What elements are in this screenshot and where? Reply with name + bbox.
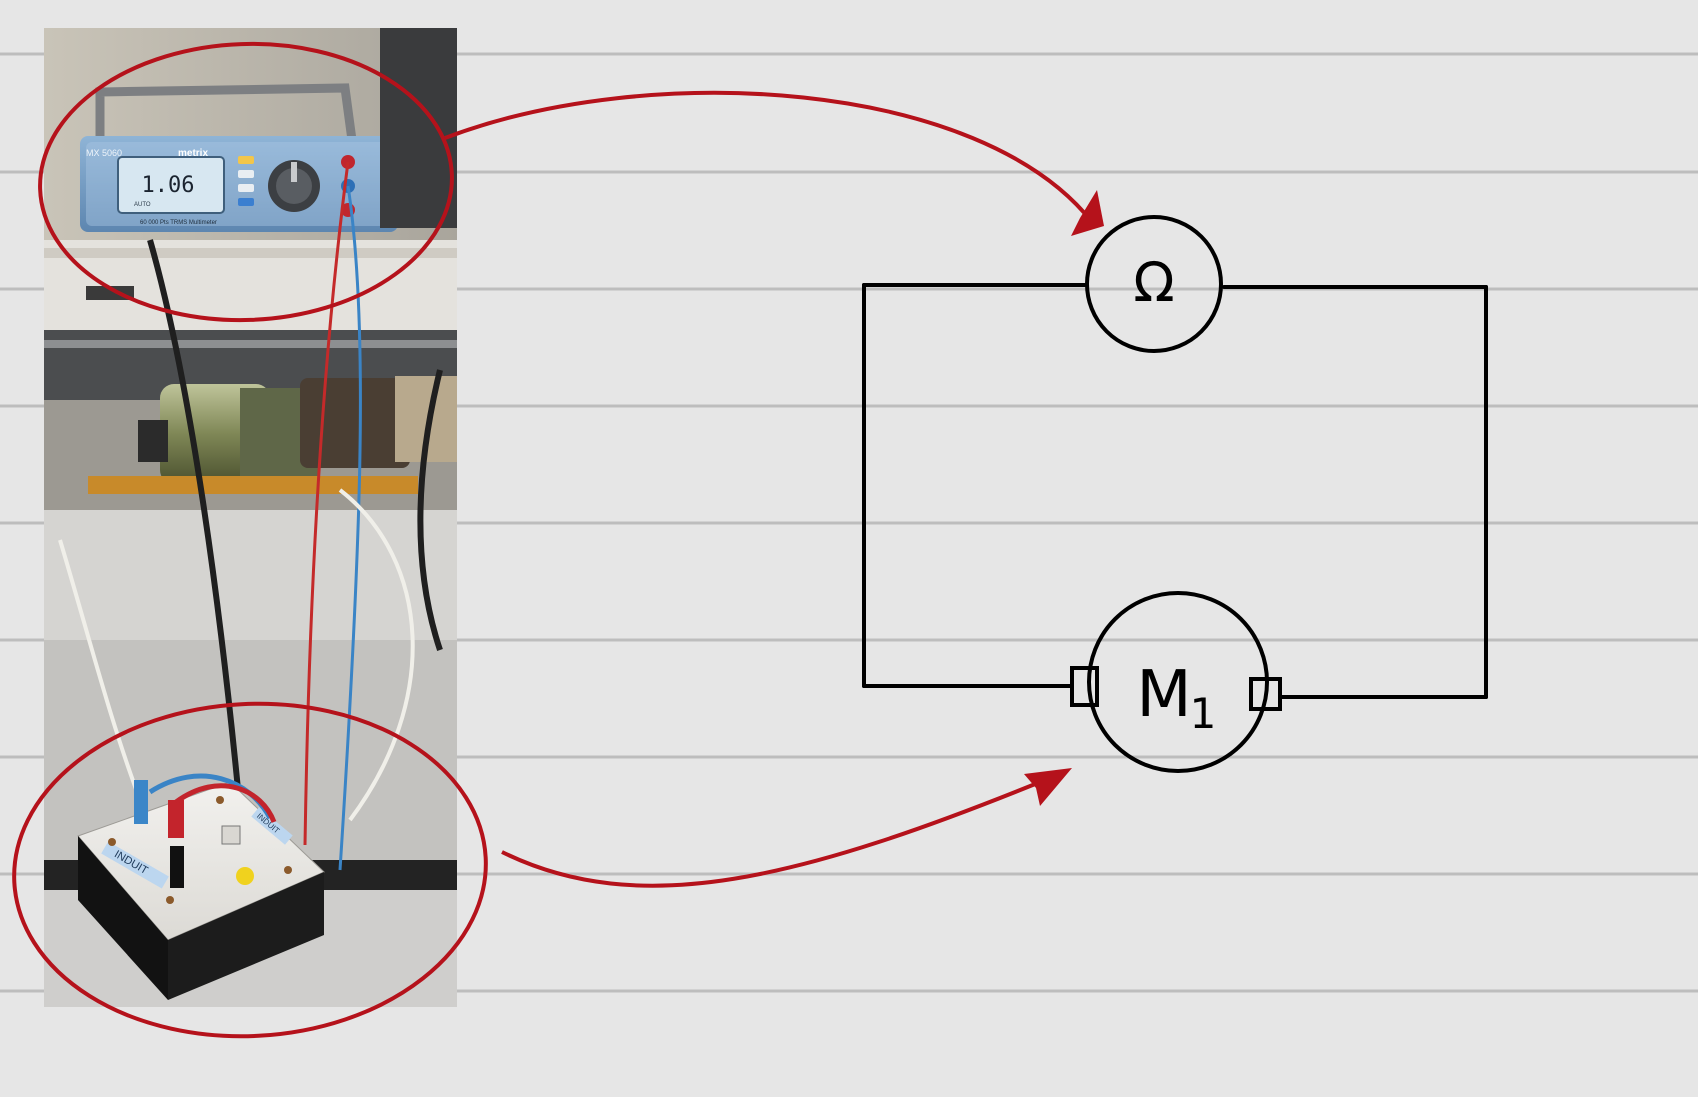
multimeter-brand: metrix xyxy=(178,148,208,159)
multimeter-reading: 1.06 xyxy=(142,173,195,198)
terminal-box-highlight-ellipse xyxy=(12,701,488,1039)
motor-symbol: M 1 xyxy=(1070,591,1282,773)
test-leads xyxy=(58,161,443,871)
circuit-wires xyxy=(862,283,1488,699)
multimeter: MX 5060 metrix 1.06 AUTO 60 000 Pts TRMS… xyxy=(80,28,457,232)
arrowhead-ohmmeter xyxy=(1071,190,1104,236)
motor-brush-left xyxy=(1070,666,1099,707)
motor-brush-right xyxy=(1249,677,1282,711)
ohmmeter-label: Ω xyxy=(1133,251,1174,314)
arrow-to-ohmmeter xyxy=(444,90,1094,224)
ohmmeter-circle xyxy=(1085,215,1223,353)
motor-label: M xyxy=(1136,658,1191,732)
arrow-to-motor xyxy=(501,776,1051,888)
circuit-diagram: Ω M 1 xyxy=(862,215,1488,773)
arrow-heads xyxy=(1024,190,1104,806)
annotations xyxy=(12,41,1094,1039)
motor-subscript: 1 xyxy=(1190,689,1217,738)
ohmmeter-symbol: Ω xyxy=(1085,215,1223,353)
multimeter-subtitle: 60 000 Pts TRMS Multimeter xyxy=(140,220,217,226)
arrowhead-motor xyxy=(1024,768,1072,806)
motor-circle xyxy=(1087,591,1269,773)
terminal-box: INDUIT INDUIT xyxy=(77,773,325,1000)
multimeter-highlight-ellipse xyxy=(38,41,454,323)
multimeter-range: AUTO xyxy=(134,202,151,208)
multimeter-model: MX 5060 xyxy=(86,148,122,158)
lab-photo: MX 5060 metrix 1.06 AUTO 60 000 Pts TRMS… xyxy=(44,28,457,1007)
